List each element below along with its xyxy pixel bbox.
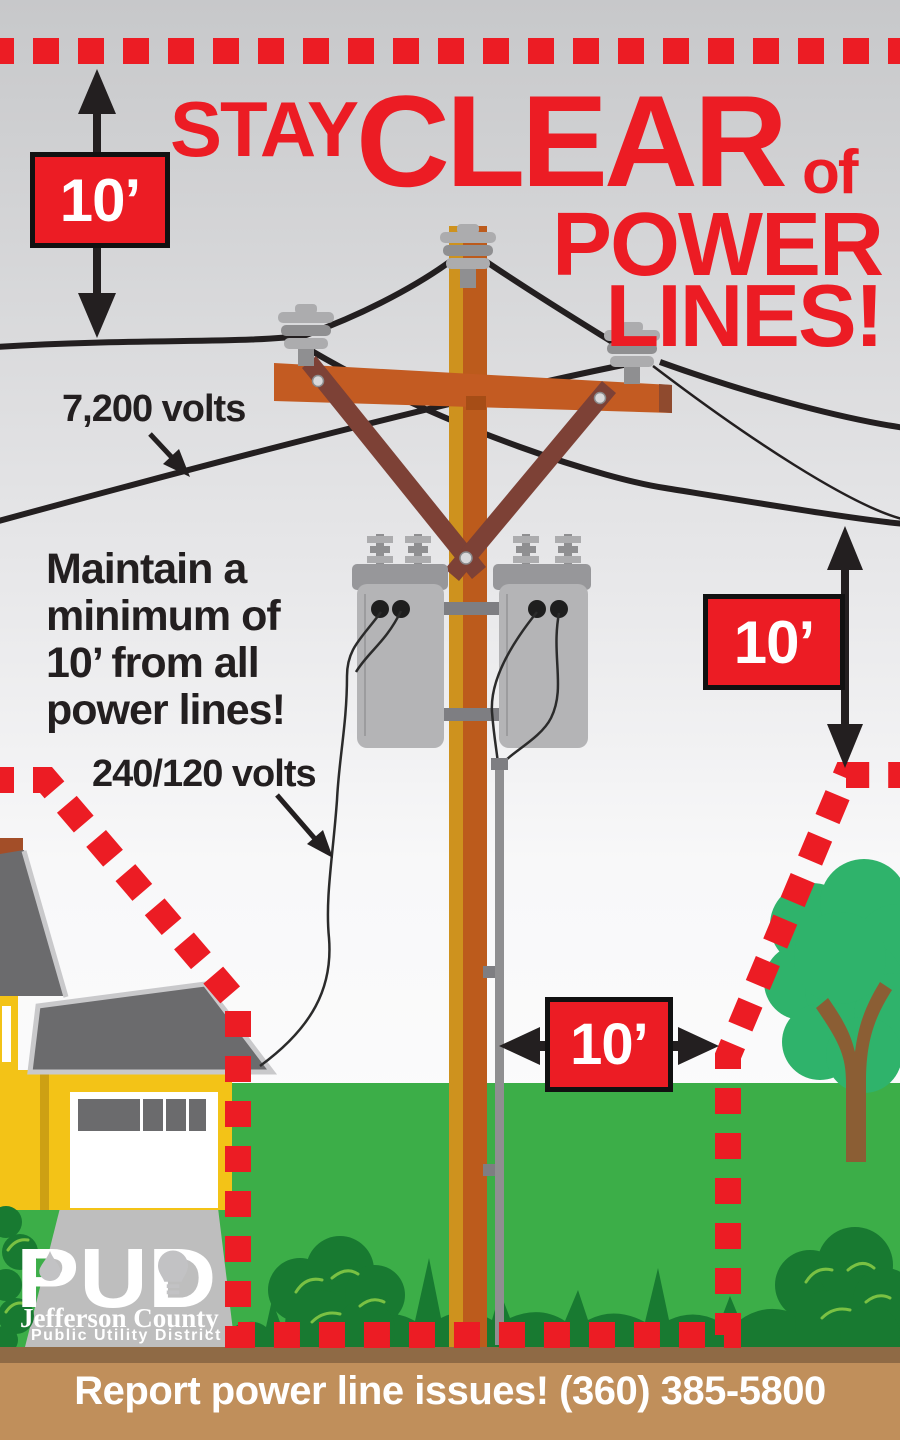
left-transformer <box>352 564 448 748</box>
secondary-voltage-label: 240/120 volts <box>92 753 317 795</box>
ground-clearance-badge: 10’ <box>545 997 673 1092</box>
pud-county-label: Jefferson County <box>20 1303 219 1333</box>
pud-district-label: Public Utility District <box>31 1327 222 1344</box>
safety-message-line: power lines! <box>46 686 286 734</box>
gable-roof <box>0 850 66 996</box>
secondary-service-wire <box>259 611 383 1068</box>
secondary-voltage-pointer <box>275 793 333 858</box>
side-clearance-badge: 10’ <box>703 594 845 690</box>
clearance-zone-dashed-outline <box>0 762 900 1348</box>
title-clear: CLEAR <box>356 68 788 214</box>
tree <box>764 859 900 1162</box>
safety-message-line: 10’ from all <box>46 639 260 687</box>
water-drop-icon <box>39 1251 61 1281</box>
safety-message-line: minimum of <box>46 592 281 640</box>
crossarm <box>274 363 672 413</box>
main-roof <box>27 981 278 1075</box>
title-power: POWER <box>551 195 884 295</box>
left-insulator-icon <box>278 304 334 366</box>
left-brace <box>302 356 486 579</box>
right-transformer <box>493 564 591 748</box>
title-stay: STAY <box>170 85 359 173</box>
primary-voltage-pointer <box>148 432 190 477</box>
primary-voltage-label: 7,200 volts <box>62 388 246 430</box>
lightbulb-icon <box>158 1250 188 1295</box>
side-clearance-arrow <box>827 526 863 768</box>
ground-conduit <box>483 758 508 1345</box>
house <box>0 838 278 1347</box>
top-clearance-value: 10’ <box>59 166 141 234</box>
side-clearance-value: 10’ <box>733 608 815 676</box>
utility-pole <box>274 224 672 1347</box>
service-wires <box>259 610 561 1068</box>
top-insulator-icon <box>440 224 496 288</box>
report-issues-text: Report power line issues! (360) 385-5800 <box>74 1369 826 1413</box>
ground-clearance-value: 10’ <box>570 1012 649 1077</box>
measurement-arrows <box>78 69 863 1065</box>
pole <box>449 226 463 1347</box>
top-clearance-badge: 10’ <box>30 152 170 248</box>
footer-bar <box>0 1363 900 1440</box>
transformers <box>352 534 591 748</box>
garage-door-panels <box>78 1099 206 1131</box>
right-insulator-icon <box>604 322 660 384</box>
side-window <box>2 1006 11 1062</box>
title-of: of <box>802 138 859 207</box>
driveway <box>25 1208 235 1347</box>
left-bush <box>0 1206 38 1354</box>
power-lines <box>0 251 900 527</box>
tree-trunk <box>816 982 892 1162</box>
bush-highlights <box>4 1238 892 1324</box>
title-lines: LINES! <box>605 266 884 365</box>
safety-message: Maintain a minimum of 10’ from all power… <box>46 545 286 734</box>
footer-strip <box>0 1347 900 1363</box>
right-brace <box>445 381 616 581</box>
transformer-bushings <box>367 534 581 572</box>
safety-message-line: Maintain a <box>46 545 247 593</box>
